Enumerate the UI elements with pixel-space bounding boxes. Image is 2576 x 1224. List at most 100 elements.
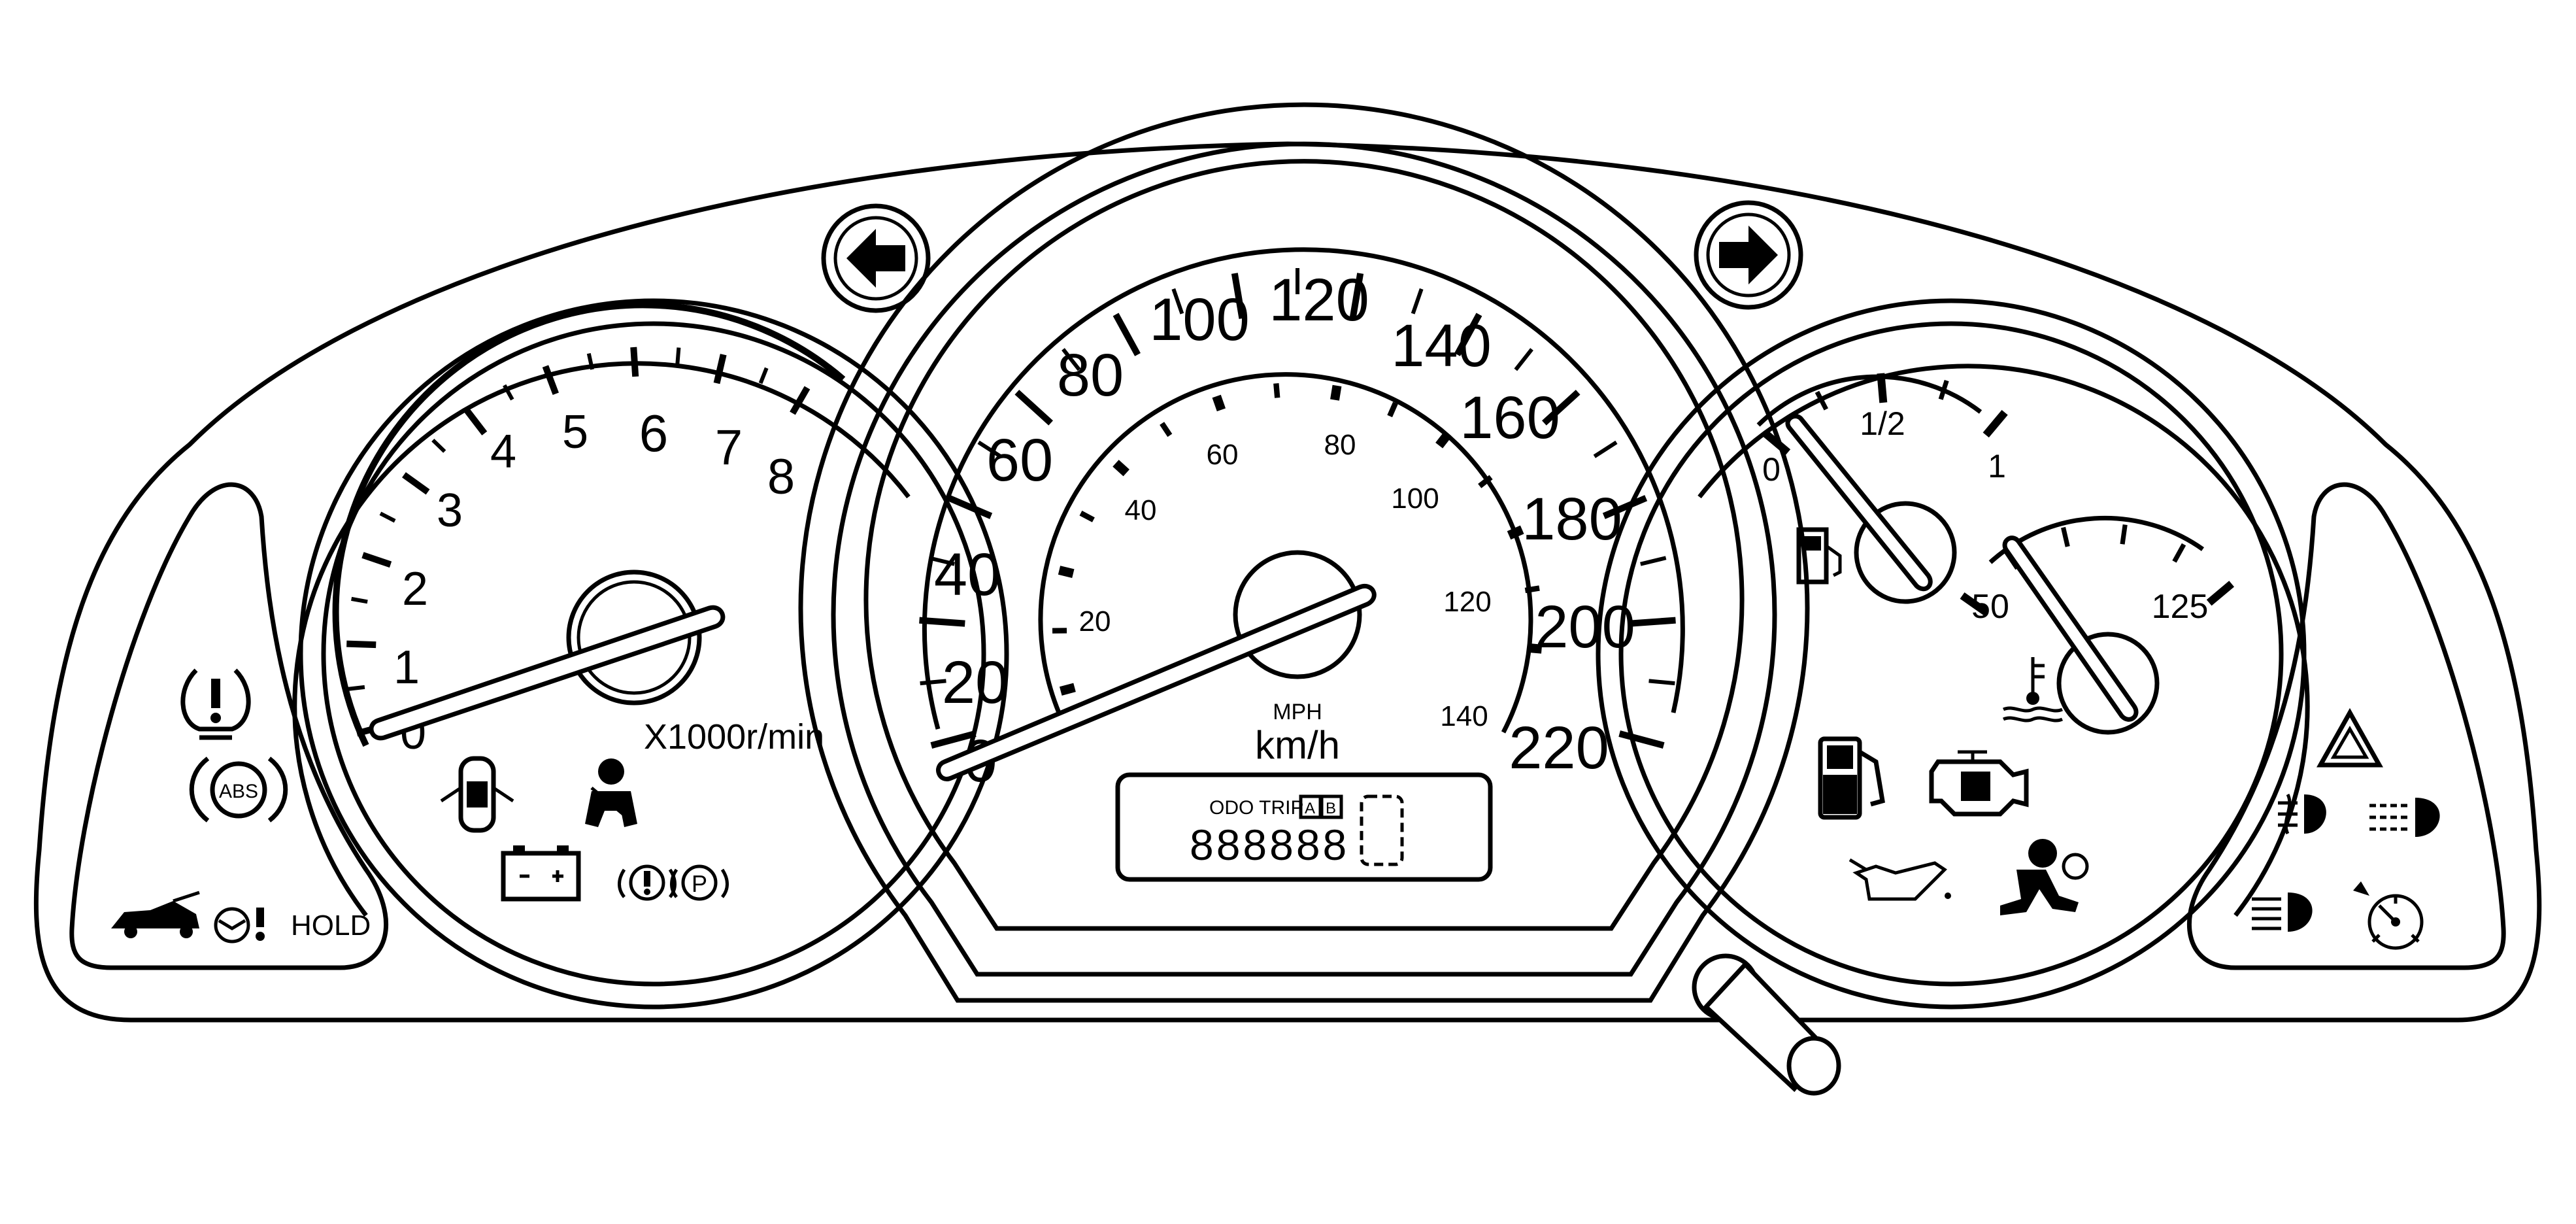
tach-tick-13 <box>675 347 681 364</box>
mph-tick-5 <box>1160 422 1173 437</box>
kmh-tick-13 <box>1411 288 1424 314</box>
trip-b-label: B <box>1326 800 1336 817</box>
kmh-tick-6 <box>1014 390 1053 426</box>
fuel-scale-arc <box>1756 374 1982 427</box>
kmh-tick-20 <box>1630 617 1676 627</box>
tire-pressure-warning-icon <box>180 668 251 740</box>
mph-label-20: 20 <box>1079 605 1111 638</box>
steering-warning-icon <box>214 907 265 944</box>
airbag-warning-icon <box>2000 839 2089 915</box>
tachometer-tick-marks <box>346 347 811 737</box>
high-beam-icon <box>2252 892 2313 932</box>
temp-high-label: 125 <box>2152 588 2209 626</box>
tach-label-2: 2 <box>402 563 428 615</box>
kmh-label-140: 140 <box>1391 313 1492 379</box>
kmh-unit-label: km/h <box>1255 723 1340 767</box>
right-indicator-panel <box>2187 482 2506 970</box>
kmh-tick-21 <box>1648 679 1675 686</box>
kmh-tick-0 <box>930 730 977 749</box>
mph-tick-0 <box>1059 683 1076 696</box>
kmh-tick-9 <box>1171 288 1184 314</box>
kmh-tick-15 <box>1514 348 1533 371</box>
fog-light-icon <box>2278 793 2326 835</box>
low-fuel-icon <box>1818 736 1885 820</box>
tach-tick-1 <box>348 685 365 691</box>
mph-tick-8 <box>1330 384 1342 401</box>
kmh-tick-1 <box>920 679 946 686</box>
hood-open-icon <box>111 891 200 938</box>
tachometer-hub <box>566 570 702 706</box>
tach-tick-5 <box>379 511 396 523</box>
fuel-tick-1 <box>1815 390 1828 411</box>
kmh-tick-19 <box>1640 556 1667 566</box>
fuel-half-label: 1/2 <box>1860 405 1905 442</box>
odometer-display: ODO TRIP A B 888888 <box>1115 772 1493 882</box>
trip-reset-knob[interactable] <box>1692 953 1841 1096</box>
mph-tick-13 <box>1524 585 1540 594</box>
temp-tick-4 <box>2172 543 2186 563</box>
tach-tick-16 <box>790 386 811 415</box>
tach-label-3: 3 <box>437 484 463 537</box>
abs-label: ABS <box>219 781 258 802</box>
rear-fog-light-icon <box>2369 798 2440 837</box>
mph-tick-12 <box>1507 525 1524 540</box>
mph-label-80: 80 <box>1324 429 1356 461</box>
fuel-tick-2 <box>1877 373 1888 403</box>
mph-tick-11 <box>1478 475 1493 488</box>
mph-label-100: 100 <box>1391 483 1439 515</box>
fuel-tick-4 <box>1982 409 2008 438</box>
fuel-empty-label: 0 <box>1762 451 1781 488</box>
mph-tick-9 <box>1387 401 1398 418</box>
mph-tick-4 <box>1112 460 1129 477</box>
coolant-temperature-icon <box>2002 657 2064 722</box>
trip-a-label: A <box>1305 800 1315 817</box>
tach-tick-10 <box>542 365 559 396</box>
cruise-control-icon <box>2353 881 2424 950</box>
left-turn-arrow-icon <box>821 203 931 313</box>
temp-tick-5 <box>2206 581 2235 606</box>
door-ajar-icon <box>440 756 514 833</box>
kmh-tick-2 <box>919 617 965 627</box>
mph-label-120: 120 <box>1443 586 1491 618</box>
mph-tick-2 <box>1058 566 1075 578</box>
temp-needle <box>2002 536 2139 722</box>
brake-warning-icon <box>618 864 677 901</box>
speedometer: 0 20 40 60 80 100 120 140 160 180 200 22… <box>798 102 1810 1003</box>
tach-label-4: 4 <box>490 426 516 478</box>
kmh-tick-16 <box>1542 390 1581 426</box>
tach-tick-15 <box>758 367 769 384</box>
abs-warning-icon: ABS <box>189 756 288 823</box>
kmh-tick-3 <box>928 556 955 566</box>
tach-tick-7 <box>431 438 446 453</box>
fuel-gauge-hub <box>1854 501 1957 604</box>
kmh-label-40: 40 <box>934 541 1001 608</box>
tach-tick-9 <box>503 384 514 401</box>
tach-label-1: 1 <box>393 641 420 694</box>
hazard-icon <box>2317 707 2383 768</box>
odometer-mode-label: ODO TRIP <box>1209 797 1303 819</box>
tach-tick-11 <box>586 352 594 370</box>
kmh-tick-12 <box>1349 273 1364 319</box>
tach-tick-12 <box>630 347 639 377</box>
gear-position-segment <box>1360 794 1404 866</box>
kmh-label-100: 100 <box>1149 286 1250 353</box>
temp-gauge-hub <box>2056 632 2160 735</box>
odometer-digits: 888888 <box>1190 821 1349 869</box>
kmh-tick-14 <box>1454 313 1482 356</box>
mph-tick-6 <box>1212 394 1226 412</box>
tach-label-7: 7 <box>715 420 743 475</box>
tach-label-6: 6 <box>639 404 669 462</box>
mph-scale-arc <box>1038 372 1533 734</box>
kmh-tick-18 <box>1602 495 1648 519</box>
mph-tick-10 <box>1435 431 1452 449</box>
mph-label-60: 60 <box>1207 439 1239 471</box>
tachometer-needle <box>369 605 726 741</box>
kmh-label-20: 20 <box>942 649 1009 716</box>
parking-brake-icon: P <box>670 864 729 901</box>
kmh-label-220: 220 <box>1509 715 1609 781</box>
hold-indicator-label: HOLD <box>291 910 371 942</box>
parking-brake-label: P <box>692 870 707 897</box>
fuel-tick-3 <box>1938 379 1949 400</box>
tach-tick-14 <box>713 354 727 384</box>
